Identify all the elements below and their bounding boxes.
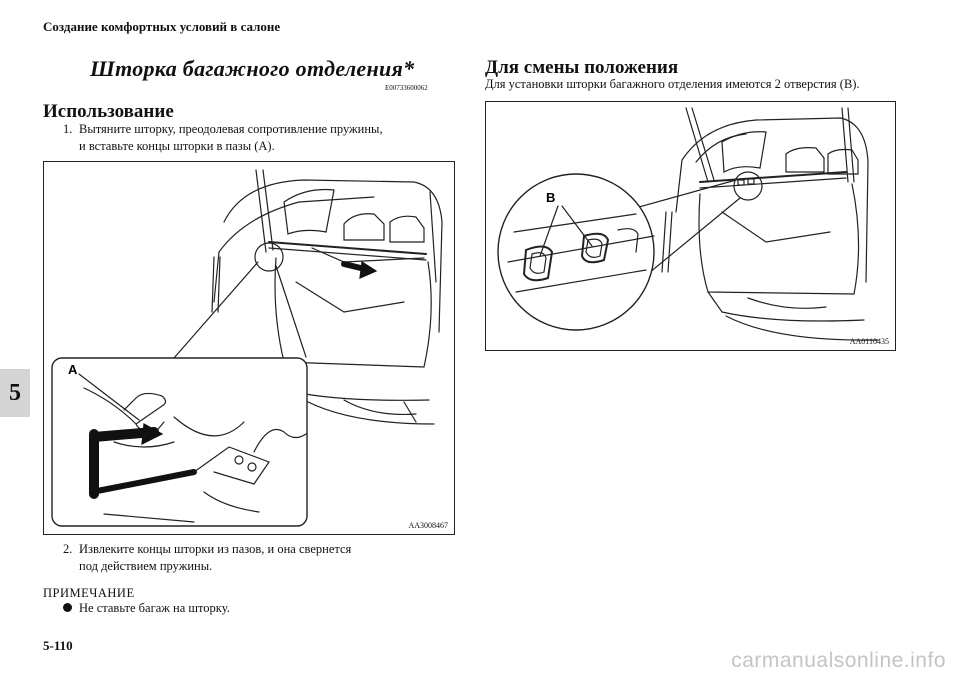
position-heading: Для смены положения [485, 57, 679, 78]
figure-usage-code: AA3008467 [408, 521, 448, 530]
bullet-icon [63, 603, 72, 612]
step-2: 2. Извлеките концы шторки из пазов, и она… [63, 541, 453, 575]
note-item: Не ставьте багаж на шторку. [63, 601, 230, 616]
callout-a-label: A [68, 362, 78, 377]
step-2-line1: Извлеките концы шторки из пазов, и она с… [79, 542, 352, 556]
callout-b-label: B [546, 190, 555, 205]
position-description: Для установки шторки багажного отделения… [485, 77, 860, 91]
cover-holes-illustration: B [497, 107, 879, 341]
section-title: Шторка багажного отделения* [90, 56, 415, 81]
figure-usage: A AA3008467 [43, 161, 455, 535]
page-number: 5-110 [43, 638, 73, 653]
watermark: carmanualsonline.info [731, 649, 946, 672]
step-2-number: 2. [63, 542, 73, 556]
step-1-number: 1. [63, 122, 73, 136]
step-1: 1. Вытяните шторку, преодолевая сопротивл… [63, 121, 453, 155]
step-1-line2: и вставьте концы шторки в пазы (A). [79, 139, 275, 153]
cargo-cover-illustration: A [51, 169, 443, 527]
step-1-line1: Вытяните шторку, преодолевая сопротивлен… [79, 122, 383, 136]
usage-heading: Использование [43, 101, 174, 122]
note-item-text: Не ставьте багаж на шторку. [79, 601, 230, 615]
figure-position: B AA0110435 [485, 101, 896, 351]
figure-position-code: AA0110435 [849, 337, 889, 346]
chapter-tab: 5 [0, 369, 30, 417]
section-code: E00733600062 [385, 84, 428, 92]
step-2-line2: под действием пружины. [79, 559, 213, 573]
note-label: ПРИМЕЧАНИЕ [43, 586, 135, 600]
running-header: Создание комфортных условий в салоне [43, 19, 281, 34]
